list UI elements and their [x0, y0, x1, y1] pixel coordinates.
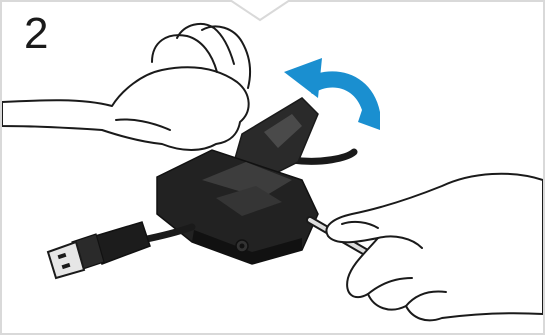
left-hand [2, 24, 250, 150]
usb-cable [48, 222, 192, 278]
clip-body [157, 150, 318, 264]
